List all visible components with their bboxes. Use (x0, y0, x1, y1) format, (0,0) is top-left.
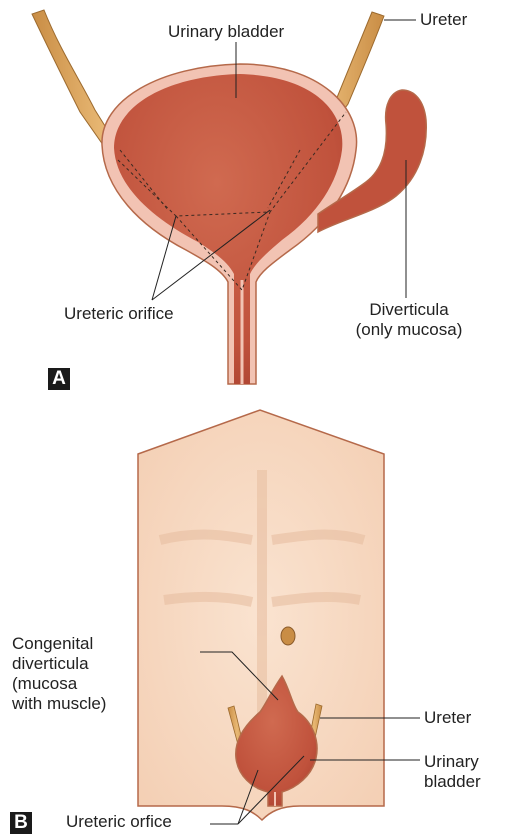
label-congenital-line3: (mucosa (12, 674, 106, 694)
label-congenital-diverticula: Congenital diverticula (mucosa with musc… (12, 634, 106, 714)
label-congenital-line4: with muscle) (12, 694, 106, 714)
label-ureteric-orifice-a: Ureteric orifice (64, 304, 174, 324)
label-diverticula-line2: (only mucosa) (344, 320, 474, 340)
panel-letter-a: A (48, 368, 70, 390)
label-congenital-line2: diverticula (12, 654, 106, 674)
label-ureter-b: Ureter (424, 708, 471, 728)
label-ureter-a: Ureter (420, 10, 467, 30)
label-congenital-line1: Congenital (12, 634, 106, 654)
label-diverticula-a: Diverticula (only mucosa) (344, 300, 474, 340)
label-urinary-bladder-a: Urinary bladder (168, 22, 284, 42)
umbilicus (281, 627, 295, 645)
panel-letter-b: B (10, 812, 32, 834)
label-ureteric-orfice-b: Ureteric orfice (66, 812, 172, 832)
panel-b-illustration (138, 410, 384, 820)
label-urinary-bladder-b: Urinary bladder (424, 752, 481, 792)
label-urinary-line1: Urinary (424, 752, 481, 772)
label-urinary-line2: bladder (424, 772, 481, 792)
label-diverticula-line1: Diverticula (344, 300, 474, 320)
